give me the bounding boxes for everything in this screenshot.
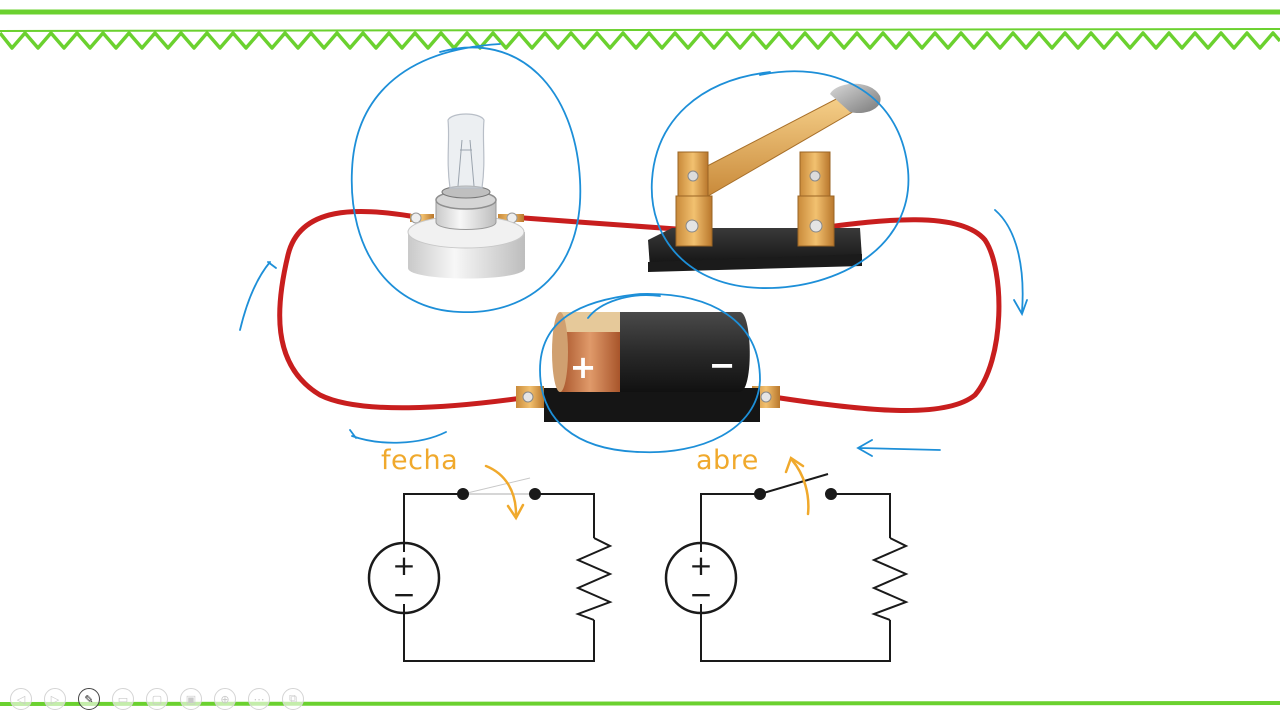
battery-negative-symbol: −: [709, 346, 736, 384]
zoom-icon[interactable]: ⊕: [214, 688, 236, 710]
annotations: [239, 43, 1028, 457]
battery-circle-annotation: [539, 293, 761, 454]
presentation-toolbar: ◁ ▷ ✎ ▭ ▢ ▣ ⊕ ⋯ ⧉: [10, 688, 304, 712]
open-switch-label: abre: [696, 445, 759, 476]
next-icon[interactable]: ▷: [44, 688, 66, 710]
eraser-icon[interactable]: ▭: [112, 688, 134, 710]
prev-icon[interactable]: ◁: [10, 688, 32, 710]
switch-circle-annotation: [650, 70, 910, 289]
slides-icon[interactable]: ▢: [146, 688, 168, 710]
light-bulb: [407, 113, 525, 279]
pen-icon[interactable]: ✎: [78, 688, 100, 710]
bulb-circle-annotation: [350, 43, 582, 313]
schematic-open-negative: −: [689, 578, 712, 611]
wires: [277, 208, 1002, 413]
close-arrow-icon: [484, 464, 525, 521]
schematic-open-positive: +: [689, 549, 712, 582]
flow-arrow-left: [239, 261, 277, 331]
video-icon[interactable]: ▣: [180, 688, 202, 710]
flow-arrow-bottom-left: [349, 429, 447, 444]
flow-arrow-right: [994, 209, 1028, 317]
open-arrow-icon: [784, 456, 810, 516]
schematic-closed-negative: −: [392, 578, 415, 611]
schematic-closed: [367, 477, 613, 662]
schematic-closed-positive: +: [392, 549, 415, 582]
knife-switch: [648, 83, 881, 272]
top-border: [0, 9, 1280, 50]
schematic-open: [664, 473, 909, 662]
battery-positive-symbol: +: [570, 348, 597, 386]
bottom-border: [0, 701, 1280, 706]
close-switch-label: fecha: [381, 445, 459, 476]
more-icon[interactable]: ⋯: [248, 688, 270, 710]
copy-icon[interactable]: ⧉: [282, 688, 304, 710]
battery: + −: [516, 312, 780, 422]
flow-arrow-bottom-right: [856, 439, 941, 457]
